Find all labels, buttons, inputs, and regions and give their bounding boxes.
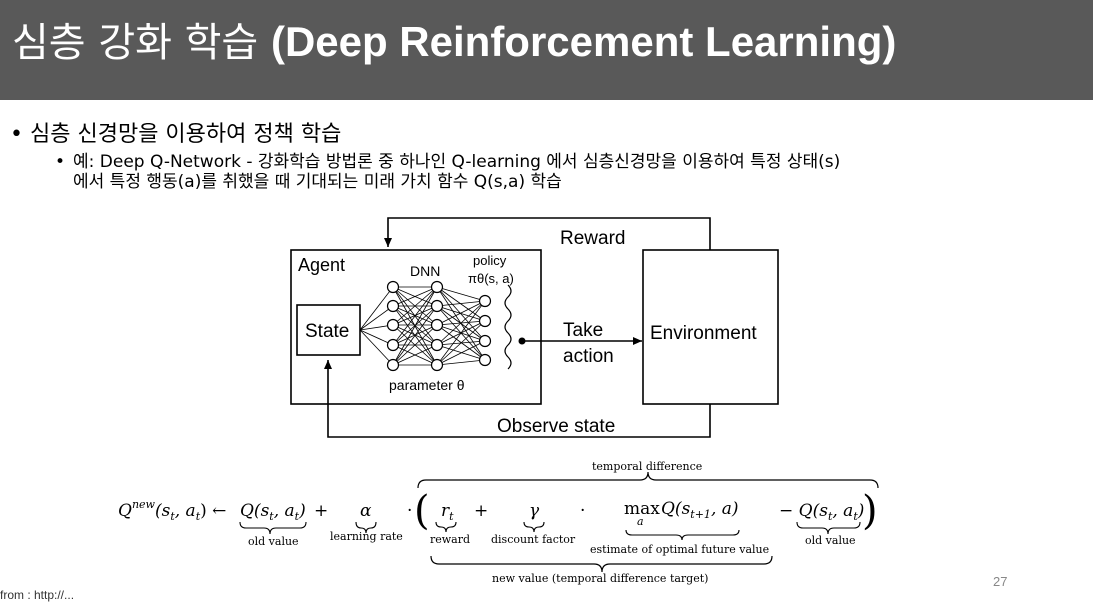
nn-edge	[436, 340, 486, 366]
estimate-brace	[625, 529, 740, 541]
observe-label: Observe state	[497, 416, 615, 437]
nn-node	[478, 334, 492, 348]
eq-dot-1: ·	[407, 501, 412, 521]
eq-lhs: Qnew(st, at) ←	[118, 498, 226, 523]
input-edge	[359, 305, 394, 331]
old-value-2-label: old value	[805, 534, 856, 547]
td-label: temporal difference	[592, 460, 702, 473]
reward-eq-label: reward	[430, 533, 470, 546]
old-value-brace	[239, 521, 307, 535]
eq-old-q: Q(st, at)	[240, 501, 306, 523]
nn-node	[430, 358, 444, 372]
title-bar: 심층 강화 학습 (Deep Reinforcement Learning)	[0, 0, 1093, 100]
nn-edge	[436, 344, 486, 361]
neural-network	[359, 280, 492, 372]
environment-box	[642, 249, 779, 405]
nn-edge	[436, 300, 486, 326]
estimate-label: estimate of optimal future value	[590, 543, 769, 556]
main-bullet-text: 심층 신경망을 이용하여 정책 학습	[30, 122, 342, 147]
nn-edge	[436, 320, 486, 366]
sub-bullet-line-1: 예: Deep Q-Network - 강화학습 방법론 중 하나인 Q-lea…	[73, 152, 841, 172]
nn-edge	[392, 286, 438, 307]
nn-node	[386, 338, 400, 352]
agent-label: Agent	[298, 255, 345, 275]
dnn-label: DNN	[410, 263, 440, 279]
eq-r: rt	[441, 501, 454, 523]
eq-max-sub: a	[637, 515, 644, 528]
nn-edge	[392, 324, 438, 366]
action-label: action	[563, 346, 614, 367]
nn-edge	[436, 305, 486, 322]
nn-edge	[392, 286, 438, 366]
q-learning-equation: Qnew(st, at) ← Q(st, at) + α · ( rt + γ …	[118, 460, 879, 585]
eq-max: max	[624, 499, 660, 519]
nn-node	[386, 299, 400, 313]
nn-edge	[436, 300, 486, 307]
eq-plus-2: +	[474, 501, 488, 521]
input-edge	[359, 329, 394, 366]
sub-bullet-line-2: 에서 특정 행동(a)를 취했을 때 기대되는 미래 가치 함수 Q(s,a) …	[73, 172, 562, 192]
nn-edge	[392, 286, 438, 326]
sub-bullet-dot: •	[55, 152, 66, 172]
eq-q-next: Q(st+1, a)	[661, 499, 739, 521]
nn-node	[386, 280, 400, 294]
nn-node	[386, 358, 400, 372]
reward-arrow	[384, 217, 711, 250]
nn-node	[430, 338, 444, 352]
nn-node	[478, 294, 492, 308]
nn-node	[478, 353, 492, 367]
nn-node	[386, 318, 400, 332]
eq-plus: +	[314, 501, 328, 521]
take-label: Take	[563, 320, 603, 341]
reward-brace	[435, 521, 457, 533]
bullet-dot: •	[10, 122, 23, 147]
policy-wave	[504, 284, 512, 370]
new-value-brace	[430, 555, 773, 573]
state-label: State	[305, 321, 349, 342]
nn-edge	[436, 286, 486, 322]
eq-minus-q: − Q(st, at)	[779, 501, 864, 523]
reward-label: Reward	[560, 228, 625, 249]
nn-edge	[436, 286, 486, 302]
nn-node	[430, 299, 444, 313]
main-bullet: • 심층 신경망을 이용하여 정책 학습	[10, 116, 341, 148]
discount-factor-label: discount factor	[491, 533, 576, 546]
eq-dot-2: ·	[580, 501, 585, 521]
nn-edge	[392, 286, 438, 346]
nn-edge	[392, 344, 438, 366]
gamma-brace	[523, 521, 545, 533]
new-value-label: new value (temporal difference target)	[492, 572, 708, 585]
policy-symbol: πθ(s, a)	[468, 271, 514, 286]
page-number: 27	[993, 574, 1008, 589]
parameter-label: parameter θ	[389, 377, 465, 393]
old-value-label: old value	[248, 535, 299, 548]
input-edge	[359, 286, 394, 331]
eq-paren-open: (	[414, 488, 430, 534]
eq-paren-close: )	[862, 488, 878, 534]
state-box	[296, 304, 361, 356]
nn-node	[478, 314, 492, 328]
nn-node	[430, 318, 444, 332]
nn-edge	[436, 359, 486, 366]
observe-arrow	[324, 360, 711, 438]
td-brace	[417, 471, 879, 489]
slide-title-korean: 심층 강화 학습	[12, 20, 271, 66]
policy-label: policy	[473, 253, 507, 268]
nn-node	[430, 280, 444, 294]
environment-label: Environment	[650, 323, 757, 344]
source-link[interactable]: from : http://...	[0, 588, 75, 602]
nn-edge	[392, 305, 438, 366]
nn-edge	[436, 300, 486, 366]
slide-title-english: (Deep Reinforcement Learning)	[270, 18, 897, 65]
learning-rate-label: learning rate	[330, 530, 403, 543]
eq-alpha: α	[360, 501, 372, 521]
slide-title: 심층 강화 학습 (Deep Reinforcement Learning)	[12, 10, 896, 68]
nn-edge	[436, 300, 486, 346]
eq-gamma: γ	[529, 501, 540, 521]
alpha-brace	[355, 521, 377, 534]
old-value-2-brace	[796, 521, 861, 535]
nn-edge	[436, 286, 486, 342]
